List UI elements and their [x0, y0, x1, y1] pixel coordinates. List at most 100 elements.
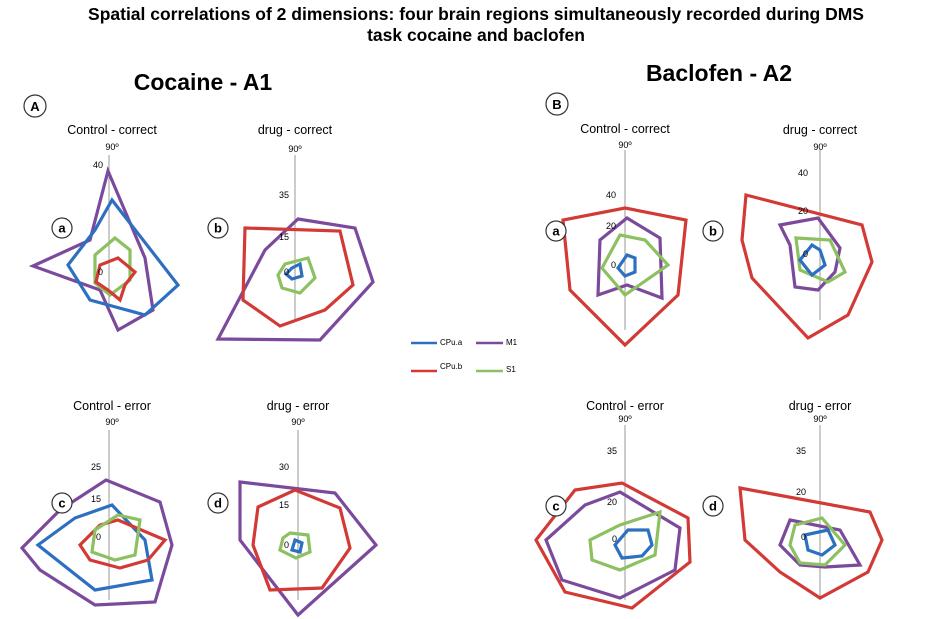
panel-title: drug - correct [783, 123, 858, 137]
angle-label: 90º [105, 142, 119, 152]
panel-letter-text: a [58, 221, 66, 236]
panel-letter-circle [702, 220, 724, 242]
tick-label: 35 [607, 446, 617, 456]
tick-label: 15 [279, 500, 289, 510]
group-letter-B: B [545, 92, 569, 116]
panel-letter-text: b [214, 221, 222, 236]
panel-letter-circle [207, 217, 229, 239]
tick-label: 40 [798, 168, 808, 178]
group-letter-A: A [23, 94, 47, 118]
series-shape-m1 [778, 518, 863, 569]
tick-label: 20 [796, 487, 806, 497]
angle-label: 90º [813, 414, 827, 424]
series-shape-cpua [35, 503, 154, 592]
panel-letter-circle [545, 495, 567, 517]
legend-label-cpub: CPu.b [440, 362, 463, 371]
series-shape-m1 [215, 217, 375, 342]
series-shape-m1 [238, 480, 379, 618]
radar-panel-6: drug - correct 90º 40 20 0 b [702, 123, 874, 341]
tick-label: 15 [91, 494, 101, 504]
panel-letter-c: c [545, 495, 567, 517]
tick-label: 0 [98, 267, 103, 277]
tick-label: 0 [803, 249, 808, 259]
angle-label: 90º [813, 142, 827, 152]
panel-title: Control - correct [580, 122, 670, 136]
legend-label-m1: M1 [506, 338, 518, 347]
figure-title-line1: Spatial correlations of 2 dimensions: fo… [88, 4, 864, 24]
tick-label: 0 [612, 534, 617, 544]
series-shape-s1 [794, 236, 848, 284]
tick-label: 0 [284, 540, 289, 550]
panel-title: drug - correct [258, 123, 333, 137]
panel-letter-d: d [207, 492, 229, 514]
series-shape-cpua [283, 261, 304, 281]
legend: CPu.a M1 CPu.b S1 [411, 338, 518, 374]
series-shape-cpub [241, 226, 355, 328]
series-shape-s1 [600, 233, 671, 298]
series-shape-cpub [738, 486, 884, 600]
panel-letter-circle [545, 220, 567, 242]
panel-letter-circle [702, 495, 724, 517]
series-shape-cpua [613, 528, 654, 560]
panel-letter-d: d [702, 495, 724, 517]
panel-letter-a: a [545, 220, 567, 242]
series-shape-m1 [28, 166, 155, 333]
series-shape-m1 [544, 490, 682, 600]
panel-letter-text: b [709, 224, 717, 239]
legend-label-s1: S1 [506, 365, 516, 374]
series-shape-cpub [561, 206, 688, 348]
panel-letter-circle [207, 492, 229, 514]
series-shape-cpua [615, 253, 637, 278]
panel-letter-a: a [51, 217, 73, 239]
angle-label: 90º [288, 144, 302, 154]
series-shape-m1 [777, 216, 842, 292]
tick-label: 15 [279, 232, 289, 242]
panel-title: drug - error [267, 399, 330, 413]
panel-letter-b: b [207, 217, 229, 239]
series-shape-s1 [278, 531, 312, 560]
series-shape-cpub [251, 488, 352, 592]
angle-label: 90º [291, 417, 305, 427]
series-shape-cpua [66, 197, 181, 317]
tick-label: 0 [801, 532, 806, 542]
series-shape-s1 [276, 256, 317, 295]
series-shape-cpub [534, 481, 692, 610]
svg-text:A: A [30, 99, 40, 114]
figure-title-line2: task cocaine and baclofen [367, 25, 585, 45]
panel-title: Control - error [586, 399, 664, 413]
panel-letter-text: d [214, 496, 222, 511]
panel-letter-text: d [709, 499, 717, 514]
series-shape-cpua [803, 528, 837, 557]
series-shape-s1 [93, 235, 132, 298]
tick-label: 40 [93, 160, 103, 170]
panel-letter-text: a [552, 224, 560, 239]
panel-letter-circle [51, 217, 73, 239]
panel-letter-b: b [702, 220, 724, 242]
tick-label: 35 [279, 190, 289, 200]
svg-text:B: B [552, 97, 561, 112]
group-heading-baclofen: Baclofen - A2 [646, 60, 792, 86]
tick-label: 20 [798, 206, 808, 216]
panel-title: Control - correct [67, 123, 157, 137]
series-shape-cpua [289, 537, 304, 554]
tick-label: 20 [607, 497, 617, 507]
angle-label: 90º [618, 414, 632, 424]
series-shape-s1 [588, 509, 662, 572]
series-shape-s1 [90, 513, 142, 562]
tick-label: 0 [96, 532, 101, 542]
series-shape-m1 [19, 478, 174, 607]
series-shape-cpub [94, 256, 138, 303]
panel-title: drug - error [789, 399, 852, 413]
tick-label: 40 [606, 190, 616, 200]
panel-letter-c: c [51, 492, 73, 514]
radar-panel-4: drug - error 90º 30 15 0 d [207, 399, 379, 618]
tick-label: 30 [279, 462, 289, 472]
panel-letter-text: c [58, 496, 65, 511]
tick-label: 20 [606, 221, 616, 231]
